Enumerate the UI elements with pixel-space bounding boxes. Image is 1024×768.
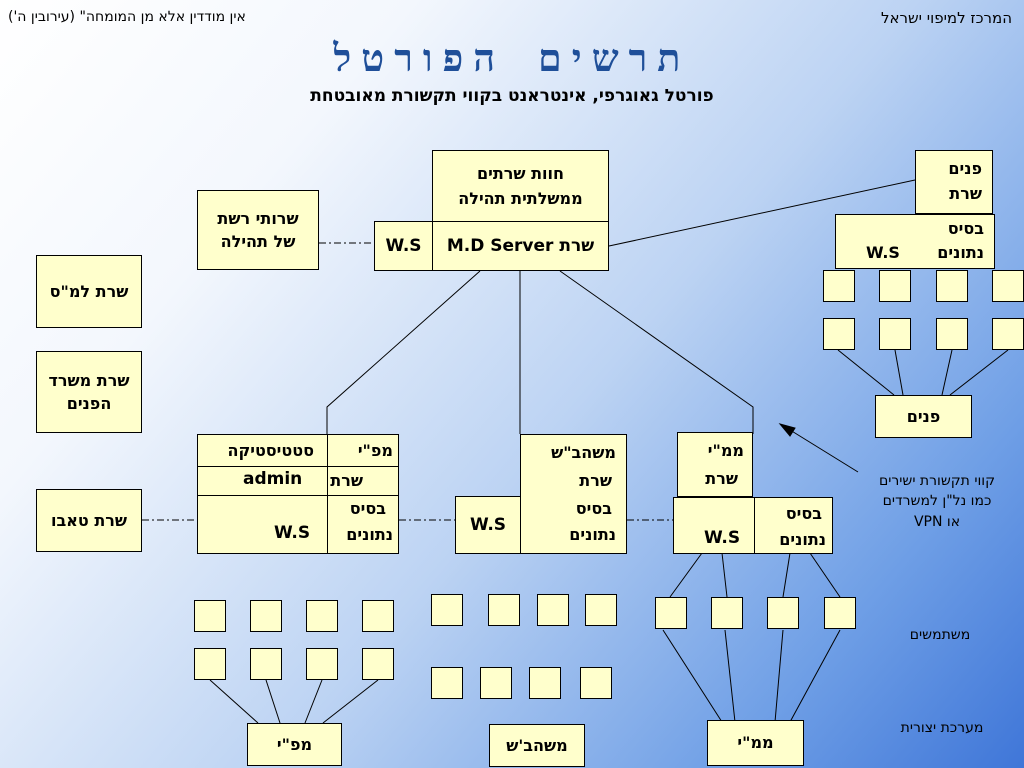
mapi-db-line1: בסיס xyxy=(349,499,386,518)
page-title: תרשים הפורטל xyxy=(333,36,691,80)
production-system-label: מערכת יצורית xyxy=(900,720,984,736)
mashhab-production-label: משהב'ש xyxy=(506,735,568,755)
interior-db-line2: נתונים xyxy=(937,243,984,262)
mami-db-line1: בסיס xyxy=(785,504,822,523)
mapi-user-terminal xyxy=(194,648,226,680)
mapi-stats-label: סטטיסטיקה xyxy=(227,441,314,460)
md-server-box: שרת M.D Server xyxy=(432,221,609,271)
interior-user-terminal xyxy=(992,270,1024,302)
mapi-user-terminal xyxy=(306,600,338,632)
mashhab-db-line2: נתונים xyxy=(569,525,616,544)
server-farm-box: חוות שרתים ממשלתית תהילה xyxy=(432,150,609,222)
mapi-production-box: מפ"י xyxy=(247,723,342,766)
taabu-server-box: שרת טאבו xyxy=(36,489,142,552)
mami-user-terminal xyxy=(655,597,687,629)
taabu-server-label: שרת טאבו xyxy=(50,510,128,530)
mapi-ws-label: W.S xyxy=(274,523,311,543)
md-server-label: שרת M.D Server xyxy=(446,235,595,256)
interior-production-label: פנים xyxy=(906,406,941,426)
mapi-server-block: מפ"י סטטיסטיקה שרת admin בסיס נתונים W.S xyxy=(197,434,399,554)
interior-user-terminal xyxy=(879,270,911,302)
comm-lines-line3: או VPN xyxy=(913,513,961,530)
mapi-user-terminal xyxy=(250,648,282,680)
mapi-admin-label: admin xyxy=(243,469,303,489)
mami-name: ממ"י xyxy=(707,441,744,460)
interior-title-line2: שרת xyxy=(949,184,982,203)
comm-lines-note: קווי תקשורת ישירים כמו נל"ן למשרדים או V… xyxy=(852,471,1022,532)
moi-server-line1: שרת משרד xyxy=(48,370,130,390)
page-subtitle: פורטל גאוגרפי, אינטראנט בקווי תקשורת מאו… xyxy=(310,86,714,106)
mapi-name: מפ"י xyxy=(357,441,393,460)
mami-db-line2: נתונים xyxy=(779,530,826,549)
mami-user-terminal xyxy=(767,597,799,629)
header-organization: המרכז למיפוי ישראל xyxy=(881,9,1012,27)
lamas-server-label: שרת למ"ס xyxy=(49,281,129,301)
interior-user-terminal xyxy=(936,270,968,302)
mami-user-terminal xyxy=(824,597,856,629)
comm-lines-line1: קווי תקשורת ישירים xyxy=(878,473,996,489)
central-ws-label: W.S xyxy=(385,235,422,256)
interior-server-box: פנים שרת xyxy=(915,150,993,214)
lamas-server-box: שרת למ"ס xyxy=(36,255,142,328)
mashhab-user-terminal xyxy=(537,594,569,626)
interior-db-line1: בסיס xyxy=(947,219,984,238)
mapi-production-label: מפ"י xyxy=(276,734,313,754)
moi-server-box: שרת משרד הפנים xyxy=(36,351,142,433)
mashhab-user-terminal xyxy=(480,667,512,699)
mami-user-terminal xyxy=(711,597,743,629)
mashhab-user-terminal xyxy=(529,667,561,699)
mami-db-box: בסיס נתונים W.S xyxy=(673,497,833,554)
mashhab-name: משהב"ש xyxy=(551,443,616,462)
interior-title-line1: פנים xyxy=(948,159,982,178)
users-label: משתמשים xyxy=(909,627,971,643)
interior-user-terminal xyxy=(936,318,968,350)
mapi-user-terminal xyxy=(362,600,394,632)
mami-ws-label: W.S xyxy=(704,528,741,548)
mashhab-server-label: שרת xyxy=(579,471,612,490)
mashhab-ws-label: W.S xyxy=(469,514,507,535)
mashhab-user-terminal xyxy=(488,594,520,626)
mashhab-server-block: משהב"ש שרת בסיס נתונים xyxy=(520,434,627,554)
mapi-user-terminal xyxy=(194,600,226,632)
server-farm-line2: ממשלתית תהילה xyxy=(458,189,583,208)
interior-production-box: פנים xyxy=(875,395,972,438)
mashhab-ws-box: W.S xyxy=(455,496,521,554)
mashhab-user-terminal xyxy=(431,667,463,699)
tehila-services-line2: של תהילה xyxy=(220,232,296,251)
comm-lines-line2: כמו נל"ן למשרדים xyxy=(882,493,992,510)
mapi-user-terminal xyxy=(306,648,338,680)
mashhab-production-box: משהב'ש xyxy=(489,724,585,767)
tehila-services-line1: שרותי רשת xyxy=(217,208,299,228)
mapi-server-label: שרת xyxy=(330,471,363,490)
interior-user-terminal xyxy=(992,318,1024,350)
central-ws-box: W.S xyxy=(374,221,433,271)
mapi-db-line2: נתונים xyxy=(346,525,393,544)
mami-production-label: ממ"י xyxy=(737,733,774,753)
mami-production-box: ממ"י xyxy=(707,720,804,766)
moi-server-line2: הפנים xyxy=(66,394,112,413)
mashhab-user-terminal xyxy=(431,594,463,626)
mapi-user-terminal xyxy=(250,600,282,632)
interior-db-box: בסיס נתונים W.S xyxy=(835,214,995,269)
header-left-note: אין מודדין אלא מן המומחה" (עירובין ה') xyxy=(8,9,246,25)
interior-ws-label: W.S xyxy=(866,243,900,262)
mashhab-db-line1: בסיס xyxy=(575,499,612,518)
interior-user-terminal xyxy=(879,318,911,350)
mapi-user-terminal xyxy=(362,648,394,680)
mashhab-user-terminal xyxy=(580,667,612,699)
tehila-services-box: שרותי רשת של תהילה xyxy=(197,190,319,270)
mami-server-label: שרת xyxy=(705,469,738,488)
mashhab-user-terminal xyxy=(585,594,617,626)
server-farm-line1: חוות שרתים xyxy=(476,163,565,183)
mami-server-box: ממ"י שרת xyxy=(677,432,753,497)
interior-user-terminal xyxy=(823,318,855,350)
interior-user-terminal xyxy=(823,270,855,302)
